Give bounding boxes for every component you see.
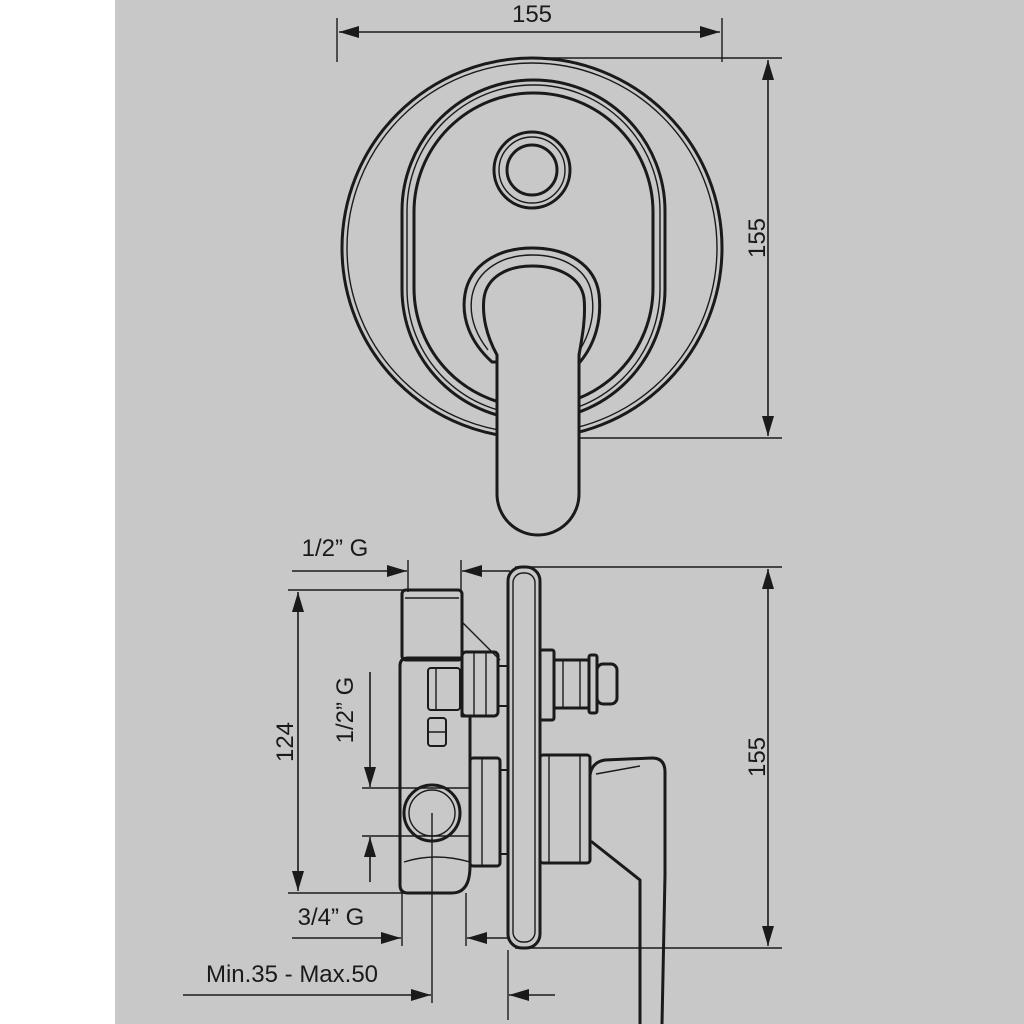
lever-arm-right-edge <box>660 873 667 1024</box>
side-inlet-label: 1/2” G <box>332 677 359 744</box>
top-inlet-dimension: 1/2” G <box>292 535 510 592</box>
lever-arm-inner <box>595 765 641 775</box>
diverter-knob-side <box>538 648 619 722</box>
mixer-lever-side <box>538 753 667 1024</box>
top-inlet-fitting <box>400 588 464 662</box>
knob-cap <box>595 662 619 706</box>
side-view: 1/2” G 124 1/2” G 155 <box>183 535 782 1024</box>
outlet-label: 3/4” G <box>298 904 365 931</box>
body-guide-line <box>461 621 501 661</box>
width-label: 155 <box>512 1 552 28</box>
cover-plate-side-edge <box>512 572 536 943</box>
lever-arm-left-edge <box>590 840 642 1024</box>
diverter-cartridge <box>460 650 509 718</box>
installation-depth-dimension: Min.35 - Max.50 <box>183 813 555 1020</box>
lever-collar-edge <box>470 254 594 351</box>
mixer-lever <box>482 264 586 537</box>
body-height-dimension: 124 <box>272 589 405 894</box>
top-inlet-label: 1/2” G <box>302 535 369 562</box>
diverter-knob-outer <box>492 130 572 210</box>
height-label: 155 <box>744 218 771 258</box>
outlet-shoulder <box>403 856 471 863</box>
valve-body-outline <box>398 656 472 895</box>
upper-connector <box>427 667 461 711</box>
width-dimension: 155 <box>336 1 723 62</box>
side-inlet-port <box>402 783 462 843</box>
side-inlet-dimension: 1/2” G <box>332 672 470 882</box>
plate-height-dimension: 155 <box>515 566 782 949</box>
diverter-knob-inner <box>505 143 559 197</box>
installation-depth-label: Min.35 - Max.50 <box>206 961 378 988</box>
front-view: 155 155 <box>336 1 782 537</box>
body-height-label: 124 <box>272 722 299 762</box>
height-dimension: 155 <box>535 57 782 439</box>
diverter-knob-edge <box>498 136 566 204</box>
plate-height-label: 155 <box>744 737 771 777</box>
side-inlet-port-edge <box>408 789 456 837</box>
lever-arm-top <box>588 756 667 877</box>
outlet-dimension: 3/4” G <box>292 893 510 946</box>
valve-body <box>398 588 501 895</box>
